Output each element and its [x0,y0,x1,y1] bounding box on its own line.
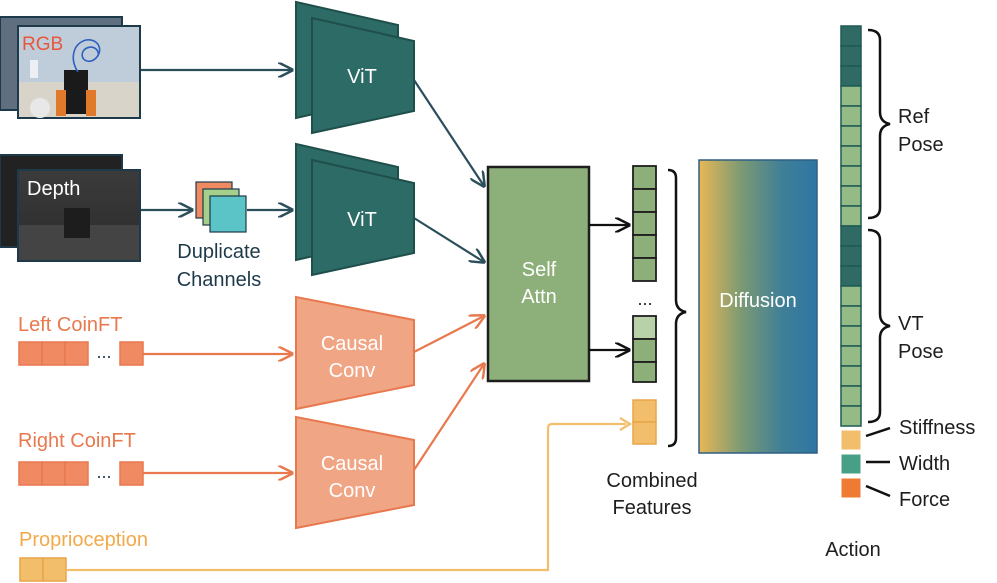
right-coinft-sequence [18,461,144,486]
right-coinft-ellipsis: ... [96,462,111,482]
arrows-attn-out [589,225,629,350]
rgb-image: RGB [17,25,141,119]
vt-pose-cell-light [840,385,862,407]
ref-pose-cell-light [840,125,862,147]
arrows-force [143,316,484,473]
rgb-label: RGB [22,34,63,55]
left-coinft-sequence [18,341,144,366]
depth-image: Depth [17,169,141,262]
action-title: Action [825,539,881,561]
ref-pose-cell-dark [840,25,862,47]
proprioception-arrow [66,422,626,572]
ref-pose-cell-dark [840,65,862,87]
action-leader-lines [865,426,891,498]
ref-pose-cell-light [840,165,862,187]
vt-pose-cell-light [840,345,862,367]
trajectory-scribble [72,39,101,73]
duplicate-channels-label-2: Channels [177,269,262,291]
self-attn-line1: Self [522,259,557,281]
force-label: Force [899,489,950,511]
causal-conv-right-line1: Causal [321,453,383,475]
feature-tokens-ellipsis: ... [637,289,652,309]
causal-conv-left-line1: Causal [321,333,383,355]
vt-pose-cell-light [840,405,862,427]
combined-features-brace [667,168,687,448]
ref-pose-label-2: Pose [898,134,944,156]
proprioception-label: Proprioception [19,529,148,551]
ref-pose-cell-light [840,85,862,107]
rgb-input-stack: RGB [0,16,141,119]
force-cell [840,477,862,499]
feature-tokens-top [632,165,657,282]
vt-pose-cell-dark [840,245,862,267]
action-vector [840,25,862,499]
vit-label-rgb: ViT [347,66,377,88]
vt-pose-label-2: Pose [898,341,944,363]
gripper-icon [64,70,88,114]
width-cell [840,453,862,475]
combined-features-label-2: Features [613,497,692,519]
ref-pose-cell-dark [840,45,862,67]
vt-pose-cell-light [840,365,862,387]
self-attention-block: Self Attn [486,165,591,383]
vt-pose-cell-dark [840,225,862,247]
vit-encoder-depth: ViT [295,142,415,277]
feature-tokens-bottom [632,315,657,383]
duplicate-channels-icon [195,181,247,233]
vt-pose-cell-light [840,285,862,307]
ref-pose-label-1: Ref [898,106,930,128]
vt-pose-label-1: VT [898,313,924,335]
depth-label: Depth [27,178,80,200]
vt-pose-brace [867,228,891,424]
combined-features-label-1: Combined [606,470,697,492]
causal-conv-left-line2: Conv [329,360,376,382]
left-coinft-ellipsis: ... [96,342,111,362]
diffusion-label: Diffusion [719,290,796,312]
right-coinft-label: Right CoinFT [18,430,136,452]
proprioception-sequence [19,557,67,582]
causal-conv-right-line2: Conv [329,480,376,502]
depth-input-stack: Depth [0,154,141,262]
left-coinft-label: Left CoinFT [18,314,122,336]
ref-pose-cell-light [840,145,862,167]
ref-pose-cell-light [840,105,862,127]
vt-pose-cell-light [840,325,862,347]
ref-pose-brace [867,28,891,220]
causal-conv-left: Causal Conv [295,295,415,411]
proprioception-arrowhead [619,417,633,431]
vt-pose-cell-dark [840,265,862,287]
vit-label-depth: ViT [347,209,377,231]
self-attn-line2: Attn [521,286,557,308]
stiffness-label: Stiffness [899,417,975,439]
diffusion-block: Diffusion [698,159,818,454]
vit-encoder-rgb: ViT [295,0,415,135]
width-label: Width [899,453,950,475]
vt-pose-cell-light [840,305,862,327]
ref-pose-cell-light [840,205,862,227]
ref-pose-cell-light [840,185,862,207]
feature-token-proprio [632,399,657,445]
stiffness-cell [840,429,862,451]
duplicate-channels-label-1: Duplicate [177,241,260,263]
arrows-vision [141,70,484,262]
causal-conv-right: Causal Conv [295,415,415,530]
